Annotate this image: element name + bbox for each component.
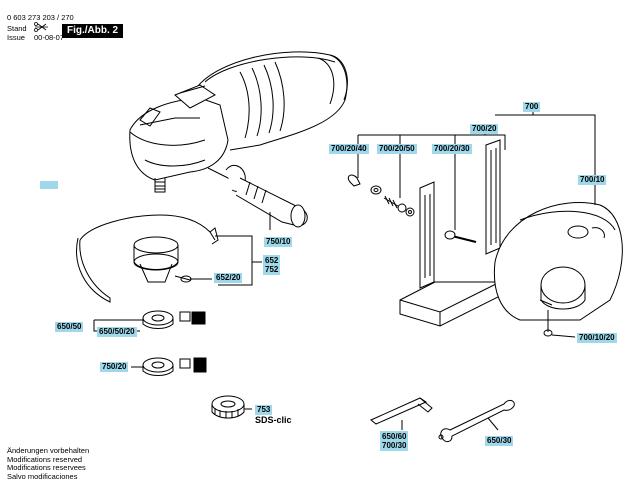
footer-line: Modifications reservees — [7, 463, 86, 472]
label-700-20: 700/20 — [470, 124, 499, 134]
label-700-30: 700/30 — [382, 441, 407, 450]
label-652-20: 652/20 — [214, 273, 243, 283]
footer-notes: Änderungen vorbehalten Modifications res… — [7, 446, 90, 481]
label-700-20-40: 700/20/40 — [329, 144, 369, 154]
label-700-10: 700/10 — [578, 175, 607, 185]
cutting-guide-drawing — [399, 139, 623, 337]
label-700-10-20: 700/10/20 — [577, 333, 617, 343]
label-650-30: 650/30 — [485, 436, 514, 446]
stand-label: Stand — [7, 24, 27, 33]
label-652-752: 652 752 — [263, 255, 281, 275]
scissors-icon — [34, 22, 48, 32]
label-650-60-700-30: 650/60 700/30 — [380, 431, 409, 451]
hex-key-drawing — [370, 397, 428, 425]
figure-label: Fig./Abb. 2 — [62, 24, 124, 38]
issue-label: Issue — [7, 33, 25, 42]
wing-nut-drawing — [347, 174, 361, 187]
issue-date: 00-08-07 — [34, 33, 65, 42]
label-650-50-20: 650/50/20 — [97, 327, 137, 337]
spanner-drawing — [440, 399, 515, 443]
wheel-guard-drawing — [76, 214, 219, 303]
flange-650-50-drawing — [142, 310, 174, 326]
clamp-nut-753-drawing — [211, 395, 245, 413]
label-752: 752 — [265, 265, 279, 274]
label-750-20: 750/20 — [100, 362, 129, 372]
footer-line: Salvo modificaciones — [7, 471, 78, 481]
label-700: 700 — [523, 102, 541, 112]
label-650-60: 650/60 — [382, 432, 407, 441]
label-650-50: 650/50 — [55, 322, 84, 332]
highlight-marker — [40, 181, 58, 189]
label-753: 753 — [255, 405, 273, 415]
flange-750-20-drawing — [142, 357, 174, 373]
side-handle-drawing — [207, 164, 308, 228]
part-number: 0 603 273 203 / 270 — [7, 13, 74, 22]
label-700-20-50: 700/20/50 — [377, 144, 417, 154]
footer-line: Änderungen vorbehalten — [7, 446, 90, 455]
angle-grinder-drawing — [129, 51, 348, 193]
sds-clic-label: SDS-clic — [255, 415, 292, 425]
label-700-20-30: 700/20/30 — [432, 144, 472, 154]
label-750-10: 750/10 — [264, 237, 293, 247]
footer-line: Modifications reserved — [7, 454, 83, 464]
label-652: 652 — [265, 256, 279, 265]
